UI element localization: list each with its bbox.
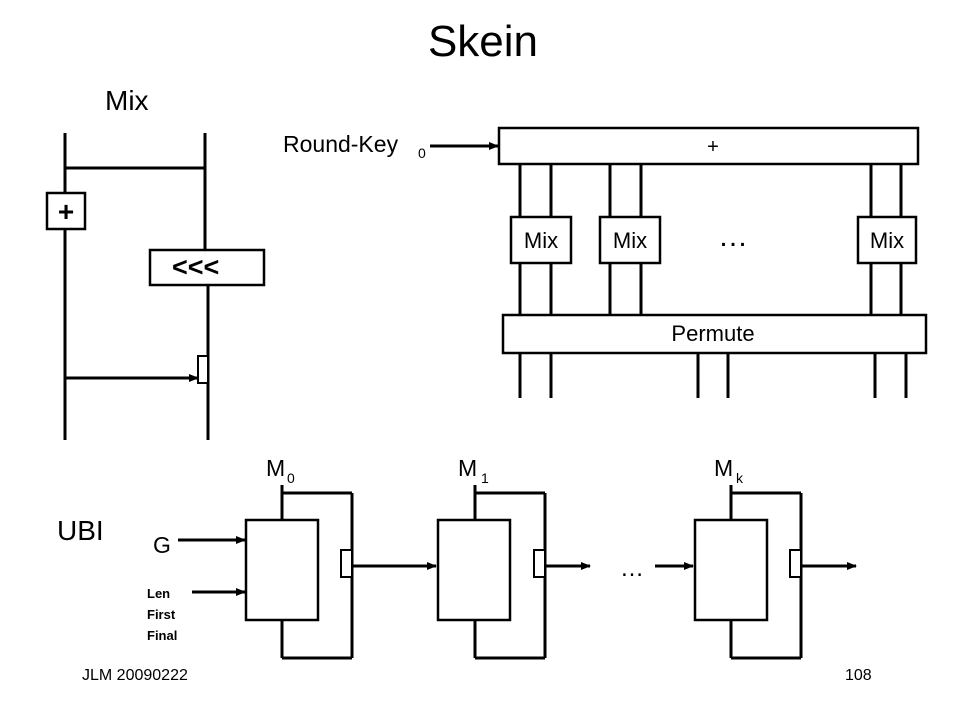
mix-label: Mix [105, 85, 149, 116]
ubi-tweak-first: First [147, 607, 176, 622]
mix-rotate-symbol: <<< [172, 252, 219, 282]
ubi-xor-box [789, 549, 802, 578]
ubi-tweak-final: Final [147, 628, 177, 643]
round-permute-bar [501, 313, 928, 355]
ubi-block [244, 518, 320, 622]
round-structure: Round-Key 0 + Mix Mix Mix … Permute [283, 126, 928, 398]
ubi-message-subscript: k [736, 470, 744, 486]
round-mix-label: Mix [613, 228, 647, 253]
round-mix-box [856, 215, 918, 265]
round-mix-box [598, 215, 662, 265]
mix-add-symbol: + [58, 196, 74, 227]
ubi-xor-box [533, 549, 546, 578]
mix-xor-box [197, 355, 209, 384]
ubi-message-label: M [266, 455, 285, 481]
ubi-block [693, 518, 769, 622]
round-mix-label: Mix [524, 228, 558, 253]
round-key-subscript: 0 [418, 145, 426, 161]
round-add-bar [497, 126, 920, 166]
round-key-label: Round-Key [283, 131, 399, 157]
footer-left: JLM 20090222 [82, 667, 188, 684]
ubi-message-subscript: 1 [481, 470, 489, 486]
mix-rotate-box [148, 248, 266, 287]
ubi-tweak-len: Len [147, 586, 170, 601]
mix-add-box [45, 191, 87, 231]
ubi-xor-box [340, 549, 353, 578]
round-mix-label: Mix [870, 228, 904, 253]
ubi-chain: UBI G Len First Final M 0 M 1 … M k [57, 455, 857, 660]
ubi-message-label: M [458, 455, 477, 481]
ubi-block [436, 518, 512, 622]
slide-title: Skein [428, 17, 538, 66]
ubi-message-label: M [714, 455, 733, 481]
ubi-message-subscript: 0 [287, 470, 295, 486]
round-mix-box [509, 215, 573, 265]
ubi-label: UBI [57, 515, 104, 546]
round-permute-label: Permute [671, 321, 754, 346]
mix-function: Mix + <<< [45, 85, 266, 440]
footer-page-number: 108 [845, 667, 872, 684]
round-ellipsis: … [718, 220, 748, 253]
ubi-g-label: G [153, 532, 171, 558]
round-add-symbol: + [707, 136, 719, 158]
ubi-ellipsis: … [620, 555, 644, 582]
